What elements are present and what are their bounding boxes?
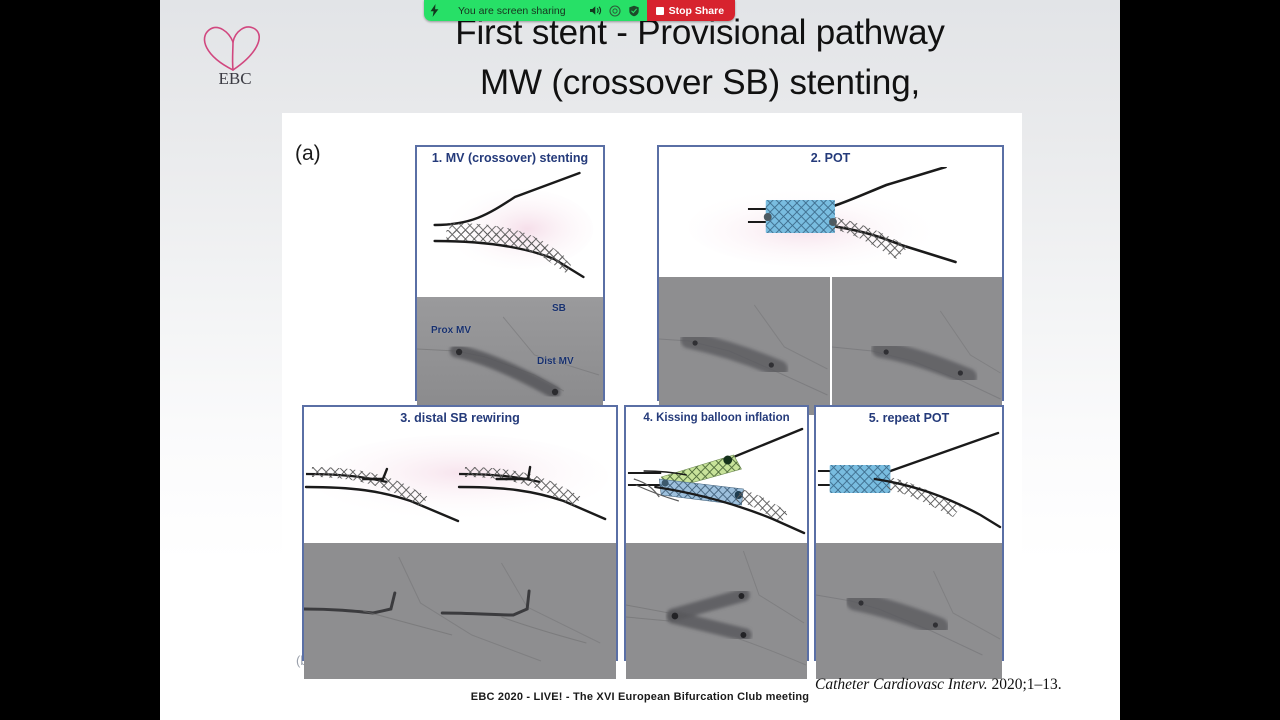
figure-panel-2: 2. POT bbox=[657, 145, 1004, 415]
figure-panel-label-a: (a) bbox=[295, 142, 321, 165]
presentation-slide: EBC First stent - Provisional pathway MW… bbox=[160, 0, 1120, 720]
figure-panel-2-angiogram-row bbox=[659, 277, 1002, 415]
citation-journal: Catheter Cardiovasc Interv. bbox=[815, 676, 988, 693]
speaker-icon[interactable] bbox=[589, 5, 602, 16]
figure-panel-1-angiogram: SB Prox MV Dist MV bbox=[417, 297, 603, 415]
figure-panel-2-diagram bbox=[659, 167, 1002, 277]
figure-panel-2-angiogram-left bbox=[659, 277, 832, 415]
zoom-sharing-status: You are screen sharing bbox=[424, 0, 647, 21]
figure-panel-4: 4. Kissing balloon inflation bbox=[624, 405, 809, 679]
figure-panel-1: 1. MV (crossover) stenting bbox=[415, 145, 605, 415]
angio-label-sb: SB bbox=[552, 303, 566, 314]
figure-panel-3-angiogram bbox=[304, 543, 616, 679]
stop-share-label: Stop Share bbox=[668, 4, 725, 17]
angio-label-dist-mv: Dist MV bbox=[537, 356, 574, 367]
stop-share-button[interactable]: Stop Share bbox=[646, 0, 736, 21]
bolt-icon bbox=[430, 4, 439, 17]
figure-panel-5-title: 5. repeat POT bbox=[868, 411, 950, 425]
angio-label-prox-mv: Prox MV bbox=[431, 325, 472, 336]
letterbox-right bbox=[1120, 0, 1280, 720]
figure-panel-1-diagram bbox=[417, 167, 603, 297]
page-title: First stent - Provisional pathway MW (cr… bbox=[290, 8, 1110, 108]
figure-panel-3-diagram bbox=[304, 427, 616, 543]
figure-panel-2-title: 2. POT bbox=[810, 151, 851, 165]
figure-card: (a) (b) 1. MV (crossover) stenting bbox=[282, 113, 1022, 679]
stop-square-icon bbox=[655, 6, 664, 15]
zoom-sharing-label: You are screen sharing bbox=[458, 4, 566, 17]
title-line-2: MW (crossover SB) stenting, bbox=[480, 63, 920, 102]
ebc-logo-text: EBC bbox=[218, 69, 251, 88]
zoom-screen-share-bar[interactable]: You are screen sharing bbox=[424, 0, 736, 21]
figure-panel-2-angiogram-right bbox=[831, 277, 1002, 415]
figure-panel-5-angiogram bbox=[816, 543, 1002, 679]
figure-panel-1-title: 1. MV (crossover) stenting bbox=[431, 151, 589, 165]
footer-citation: Catheter Cardiovasc Interv. 2020;1–13. bbox=[815, 676, 1115, 694]
figure-panel-5: 5. repeat POT bbox=[814, 405, 1004, 679]
figure-panel-3: 3. distal SB rewiring bbox=[302, 405, 618, 679]
figure-panel-4-diagram bbox=[626, 427, 807, 543]
figure-panel-4-angiogram bbox=[626, 543, 807, 679]
figure-panel-3-title: 3. distal SB rewiring bbox=[400, 411, 520, 425]
ebc-logo: EBC bbox=[185, 12, 285, 92]
figure-panel-4-title: 4. Kissing balloon inflation bbox=[643, 412, 790, 424]
record-icon[interactable] bbox=[609, 4, 621, 17]
footer-meeting-text: EBC 2020 - LIVE! - The XVI European Bifu… bbox=[470, 691, 810, 703]
figure-panel-5-diagram bbox=[816, 427, 1002, 543]
citation-volume: 2020;1–13. bbox=[991, 676, 1062, 693]
heart-icon bbox=[203, 26, 260, 71]
letterbox-left bbox=[0, 0, 160, 720]
shield-icon[interactable] bbox=[628, 5, 640, 17]
